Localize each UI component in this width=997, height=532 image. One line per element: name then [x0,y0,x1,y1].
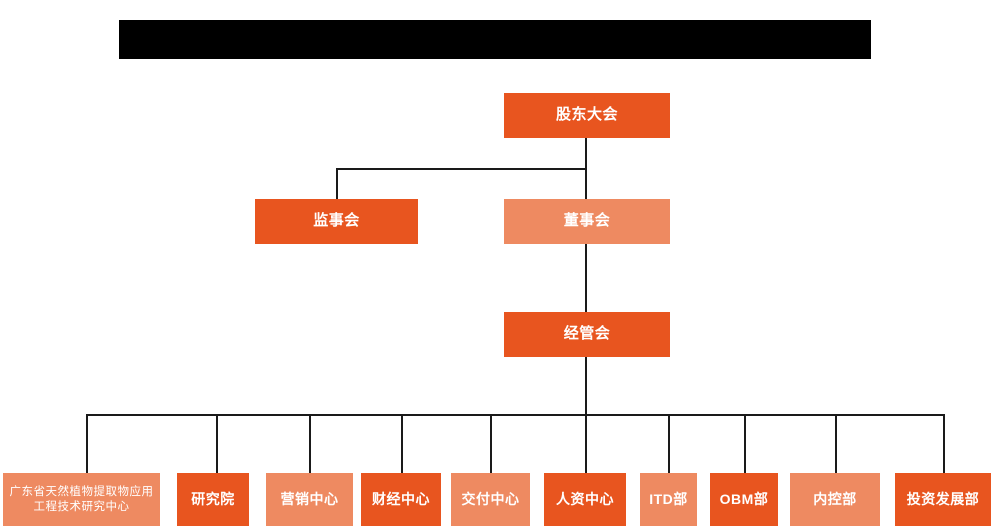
node-management-committee[interactable]: 经管会 [504,312,670,357]
node-label: 董事会 [563,212,611,230]
node-label: 投资发展部 [906,490,980,507]
drop-line-finance-center [401,414,403,473]
title-banner [119,20,871,59]
drop-line-obm-department [744,414,746,473]
drop-line-research-institute [216,414,218,473]
node-obm-department[interactable]: OBM部 [710,473,778,526]
connector-directors-down [585,168,587,199]
node-guangdong-research-center[interactable]: 广东省天然植物提取物应用工程技术研究中心 [3,473,160,526]
node-itd-department[interactable]: ITD部 [640,473,697,526]
node-label: 经管会 [563,325,611,343]
node-marketing-center[interactable]: 营销中心 [266,473,353,526]
node-hr-center[interactable]: 人资中心 [544,473,626,526]
node-delivery-center[interactable]: 交付中心 [451,473,530,526]
node-label: 广东省天然植物提取物应用工程技术研究中心 [9,486,154,513]
node-label: 人资中心 [556,490,614,507]
node-label: 研究院 [191,490,235,507]
drop-line-internal-control-department [835,414,837,473]
drop-line-investment-development-department [943,414,945,473]
node-label: 财经中心 [372,490,430,507]
drop-line-itd-department [668,414,670,473]
connector-departments-bus [86,414,945,416]
node-label: 监事会 [313,212,360,230]
node-label: 营销中心 [280,490,339,507]
node-board-of-supervisors[interactable]: 监事会 [255,199,418,244]
connector-directors-to-management [585,244,587,312]
node-label: 内控部 [813,490,857,507]
drop-line-guangdong-research-center [86,414,88,473]
connector-management-down [585,357,587,416]
connector-level2-bus [336,168,587,170]
drop-line-marketing-center [309,414,311,473]
drop-line-delivery-center [490,414,492,473]
node-label: 交付中心 [461,490,520,507]
connector-shareholders-down [585,138,587,169]
node-shareholders-meeting[interactable]: 股东大会 [504,93,670,138]
node-board-of-directors[interactable]: 董事会 [504,199,670,244]
drop-line-hr-center [585,414,587,473]
node-label: 股东大会 [555,106,618,124]
node-label: ITD部 [649,490,688,507]
node-investment-development-department[interactable]: 投资发展部 [895,473,991,526]
node-label: OBM部 [719,490,769,507]
connector-supervisors-down [336,168,338,199]
node-research-institute[interactable]: 研究院 [177,473,249,526]
node-internal-control-department[interactable]: 内控部 [790,473,880,526]
node-finance-center[interactable]: 财经中心 [361,473,441,526]
